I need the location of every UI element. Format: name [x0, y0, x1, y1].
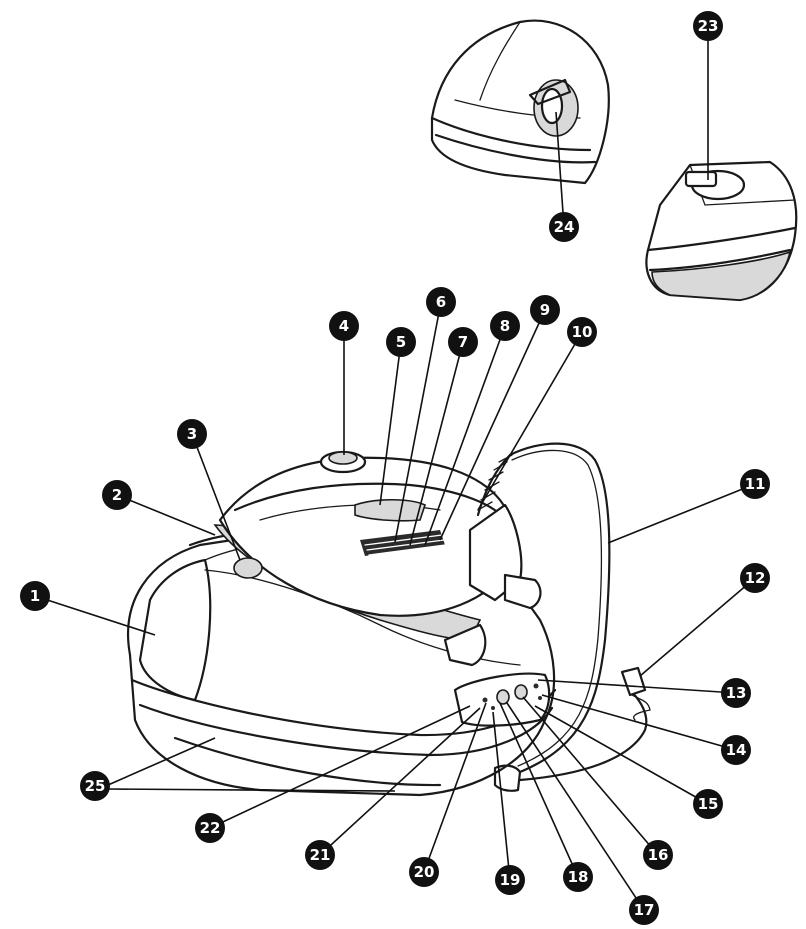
callout-22: 22	[195, 813, 225, 843]
svg-text:15: 15	[698, 795, 719, 813]
callout-10: 10	[567, 317, 597, 347]
svg-text:17: 17	[634, 901, 655, 919]
callout-21: 21	[305, 840, 335, 870]
callout-9: 9	[530, 295, 560, 325]
svg-text:8: 8	[500, 317, 510, 335]
svg-text:14: 14	[726, 741, 747, 759]
callout-12: 12	[740, 563, 770, 593]
svg-text:13: 13	[726, 684, 747, 702]
svg-text:19: 19	[500, 871, 521, 889]
svg-text:5: 5	[396, 333, 406, 351]
svg-text:23: 23	[698, 17, 719, 35]
steam-hose-inner	[511, 449, 603, 767]
svg-text:12: 12	[745, 569, 766, 587]
callout-19: 19	[495, 865, 525, 895]
callout-1: 1	[20, 581, 50, 611]
svg-text:3: 3	[187, 425, 197, 443]
callout-24: 24	[549, 212, 579, 242]
callout-2: 2	[102, 480, 132, 510]
callout-4: 4	[329, 311, 359, 341]
svg-text:9: 9	[540, 301, 550, 319]
callout-11: 11	[740, 469, 770, 499]
callout-16: 16	[643, 840, 673, 870]
callout-15: 15	[693, 789, 723, 819]
svg-text:20: 20	[414, 863, 435, 881]
callout-17: 17	[629, 895, 659, 925]
callout-8: 8	[490, 311, 520, 341]
steam-iron	[213, 450, 542, 667]
svg-text:24: 24	[554, 218, 575, 236]
callout-18: 18	[563, 862, 593, 892]
callout-13: 13	[721, 678, 751, 708]
callout-25: 25	[80, 771, 110, 801]
svg-text:25: 25	[85, 777, 106, 795]
svg-text:10: 10	[572, 323, 593, 341]
svg-text:18: 18	[568, 868, 589, 886]
callout-20: 20	[409, 857, 439, 887]
svg-text:2: 2	[112, 486, 122, 504]
callout-5: 5	[386, 327, 416, 357]
callout-3: 3	[177, 419, 207, 449]
svg-text:16: 16	[648, 846, 669, 864]
leader-lines	[34, 38, 756, 911]
svg-text:22: 22	[200, 819, 221, 837]
callout-23: 23	[693, 11, 723, 41]
svg-text:11: 11	[745, 475, 766, 493]
steam-hose	[508, 442, 611, 774]
svg-text:6: 6	[436, 293, 446, 311]
svg-text:4: 4	[339, 317, 349, 335]
callout-6: 6	[426, 287, 456, 317]
inset-base-detail	[430, 19, 610, 185]
svg-text:1: 1	[30, 587, 40, 605]
power-plug	[620, 666, 647, 697]
inset-base-reel	[645, 160, 798, 302]
power-cord	[518, 688, 648, 782]
svg-text:7: 7	[458, 333, 468, 351]
svg-text:21: 21	[310, 846, 331, 864]
callout-14: 14	[721, 735, 751, 765]
callout-7: 7	[448, 327, 478, 357]
